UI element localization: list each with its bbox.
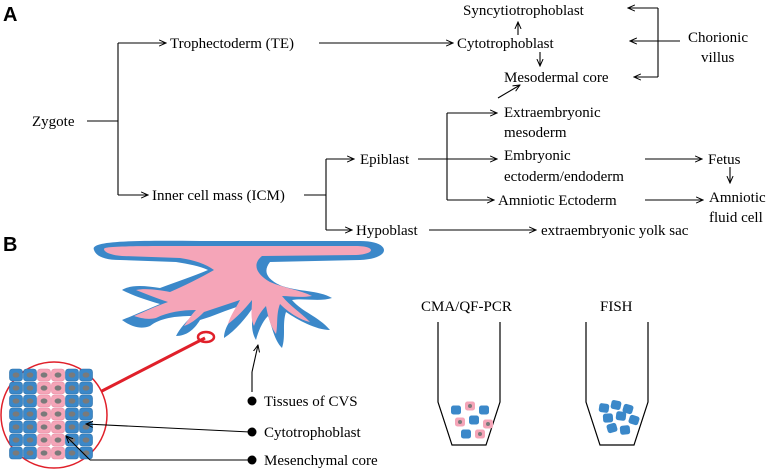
label-chorionic-villus-2: villus: [701, 50, 735, 66]
cma-cell: [461, 429, 471, 439]
label-amniotic-fluid-2: fluid cell: [709, 210, 763, 226]
label-amniotic-fluid-1: Amniotic: [709, 190, 766, 206]
label-zygote: Zygote: [32, 114, 75, 130]
label-cytotrophoblast: Cytotrophoblast: [457, 36, 554, 52]
panel-a-connectors: [87, 8, 730, 230]
cma-cell: [479, 405, 489, 415]
villus-illustration: [93, 240, 384, 348]
zoom-cell: [23, 368, 37, 382]
zoom-cell: [65, 446, 79, 460]
label-hypoblast: Hypoblast: [356, 223, 418, 239]
zoom-cell: [51, 420, 65, 434]
legend-cytotrophoblast: Cytotrophoblast: [264, 425, 361, 441]
label-yolk-sac: extraembryonic yolk sac: [541, 223, 689, 239]
zoom-cell: [23, 420, 37, 434]
zoom-cell: [51, 381, 65, 395]
zoom-cell: [79, 446, 93, 460]
fish-cell: [615, 411, 627, 421]
zoom-cell: [37, 446, 51, 460]
tube-fish: FISH: [585, 299, 649, 446]
zoom-cell: [9, 394, 23, 408]
zoom-cell: [65, 368, 79, 382]
zoom-cell: [37, 433, 51, 447]
panel-b-letter: B: [3, 234, 17, 256]
cma-cell: [465, 401, 475, 411]
label-extraembryonic-1: Extraembryonic: [504, 105, 601, 121]
zoom-cell: [51, 407, 65, 421]
fish-cell: [606, 422, 618, 434]
legend-pointers: [66, 345, 258, 461]
zoom-cell: [65, 381, 79, 395]
zoom-cell: [65, 407, 79, 421]
fish-cell: [622, 403, 634, 415]
fish-cell: [602, 413, 614, 423]
zoom-target: [196, 330, 216, 344]
zoom-cell: [37, 407, 51, 421]
label-embryonic-1: Embryonic: [504, 148, 571, 164]
zoom-cell: [9, 368, 23, 382]
fish-cell: [610, 400, 622, 410]
zoom-cell: [37, 420, 51, 434]
zoom-connector: [99, 336, 206, 394]
label-embryonic-2: ectoderm/endoderm: [504, 169, 624, 185]
zoom-circle: [0, 361, 108, 469]
zoom-cell: [23, 394, 37, 408]
panel-a-letter: A: [3, 4, 17, 26]
fish-cell: [598, 403, 610, 413]
zoom-cell: [9, 420, 23, 434]
zoom-cell: [9, 446, 23, 460]
tube-fish-label: FISH: [600, 299, 633, 315]
cma-cell: [451, 405, 461, 415]
label-trophectoderm: Trophectoderm (TE): [170, 36, 294, 52]
cma-cell: [469, 415, 479, 425]
zoom-cell: [23, 381, 37, 395]
zoom-cell: [79, 407, 93, 421]
panel-a-labels: Zygote Trophectoderm (TE) Syncytiotropho…: [32, 3, 766, 239]
zoom-cell: [51, 433, 65, 447]
label-amniotic-ectoderm: Amniotic Ectoderm: [498, 193, 617, 209]
zoom-cell: [79, 368, 93, 382]
zoom-cell: [51, 368, 65, 382]
zoom-cell: [65, 394, 79, 408]
cma-cell: [483, 419, 493, 429]
zoom-cell: [37, 368, 51, 382]
zoom-cell: [23, 407, 37, 421]
zoom-cell: [23, 446, 37, 460]
cma-cell: [455, 417, 465, 427]
tube-cma-label: CMA/QF-PCR: [421, 299, 512, 315]
zoom-cell: [79, 420, 93, 434]
zoom-cell: [9, 381, 23, 395]
zoom-cell: [23, 433, 37, 447]
zoom-cell: [79, 433, 93, 447]
zoom-cell: [9, 407, 23, 421]
label-syncytiotrophoblast: Syncytiotrophoblast: [463, 3, 585, 19]
legend-mesenchymal: Mesenchymal core: [264, 453, 378, 469]
label-inner-cell-mass: Inner cell mass (ICM): [152, 188, 285, 204]
label-extraembryonic-2: mesoderm: [504, 125, 567, 141]
zoom-cell: [79, 394, 93, 408]
zoom-cell: [65, 433, 79, 447]
legend-tissues: Tissues of CVS: [264, 394, 358, 410]
zoom-cell: [37, 381, 51, 395]
zoom-cell: [51, 394, 65, 408]
cma-cell: [475, 429, 485, 439]
label-fetus: Fetus: [708, 152, 741, 168]
legend: Tissues of CVS Cytotrophoblast Mesenchym…: [247, 394, 378, 469]
zoom-cell: [79, 381, 93, 395]
label-epiblast: Epiblast: [360, 152, 410, 168]
label-mesodermal-core: Mesodermal core: [504, 70, 609, 86]
tube-cma: CMA/QF-PCR: [421, 299, 512, 446]
label-chorionic-villus-1: Chorionic: [688, 30, 748, 46]
zoom-cell: [65, 420, 79, 434]
zoom-cell: [51, 446, 65, 460]
zoom-cell: [9, 433, 23, 447]
fish-cell: [628, 414, 640, 426]
zoom-cell: [37, 394, 51, 408]
fish-cell: [619, 425, 631, 435]
